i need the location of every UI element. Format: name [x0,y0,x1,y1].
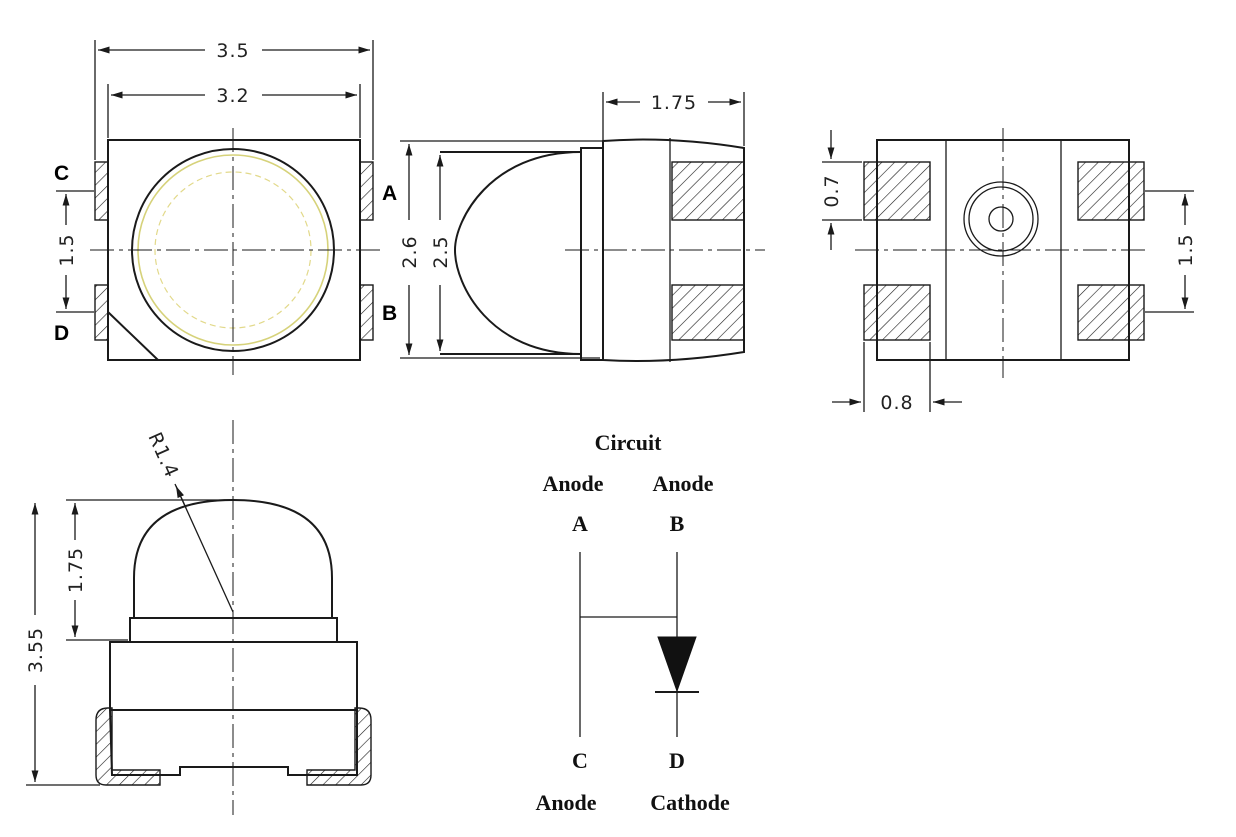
side-view-body [580,147,604,361]
dim-depth: 1.75 [651,92,697,114]
lead-c [94,161,109,221]
dim-radius: R1.4 [143,429,182,481]
dim-height-outer: 2.6 [399,235,421,268]
top-view: 3.5 3.2 1.5 C D A B [54,40,397,375]
lead-b [359,284,374,341]
dim-height-inner: 2.5 [430,235,452,268]
dim-pin-pitch-bottom: 1.5 [1175,233,1197,266]
pin-label-d: D [54,322,69,345]
bottom-view: 0.7 0.8 1.5 [821,128,1197,414]
side-view-lead-top [671,161,745,221]
dim-pad-height: 0.7 [821,174,843,207]
lead-a [359,161,374,221]
lead-d [94,284,109,341]
circuit-pin-c: C [572,748,588,773]
circuit-title: Circuit [595,430,662,455]
bottom-pad-top-left [863,161,931,221]
circuit-bottom-right-role: Cathode [650,790,730,815]
side-view-housing [602,138,745,362]
pin-label-c: C [54,162,69,185]
pin-label-b: B [382,302,397,325]
pin-label-a: A [382,182,397,205]
dim-pin-pitch-top: 1.5 [56,233,78,266]
bottom-pad-top-right [1077,161,1145,221]
diode-symbol [657,636,697,693]
side-view: 1.75 2.6 2.5 [399,92,765,362]
dim-pad-width: 0.8 [880,392,913,414]
circuit-bottom-left-role: Anode [535,790,596,815]
circuit-top-left-role: Anode [542,471,603,496]
dim-outer-width: 3.5 [216,40,249,62]
bottom-view-ring-inner [988,206,1014,232]
dim-dome-height: 1.75 [65,547,87,593]
top-view-chamfer [107,311,159,361]
circuit-pin-d: D [669,748,685,773]
side-view-dome [453,151,582,355]
front-view-lead-left [95,707,161,786]
bottom-pad-bottom-left [863,284,931,341]
circuit-pin-a: A [572,511,588,536]
dim-total-height: 3.55 [25,627,47,673]
dim-body-width: 3.2 [216,85,249,107]
bottom-view-ring-mid [968,186,1034,252]
bottom-pad-bottom-right [1077,284,1145,341]
circuit-pin-b: B [670,511,685,536]
circuit-top-right-role: Anode [652,471,713,496]
bottom-view-ring-outer [963,181,1039,257]
circuit-diagram: Circuit Anode Anode A B C D Anode Cathod… [535,430,730,815]
side-view-lead-bottom [671,284,745,341]
front-view-lead-right [306,707,372,786]
front-view: R1.4 1.75 3.55 [25,420,372,815]
